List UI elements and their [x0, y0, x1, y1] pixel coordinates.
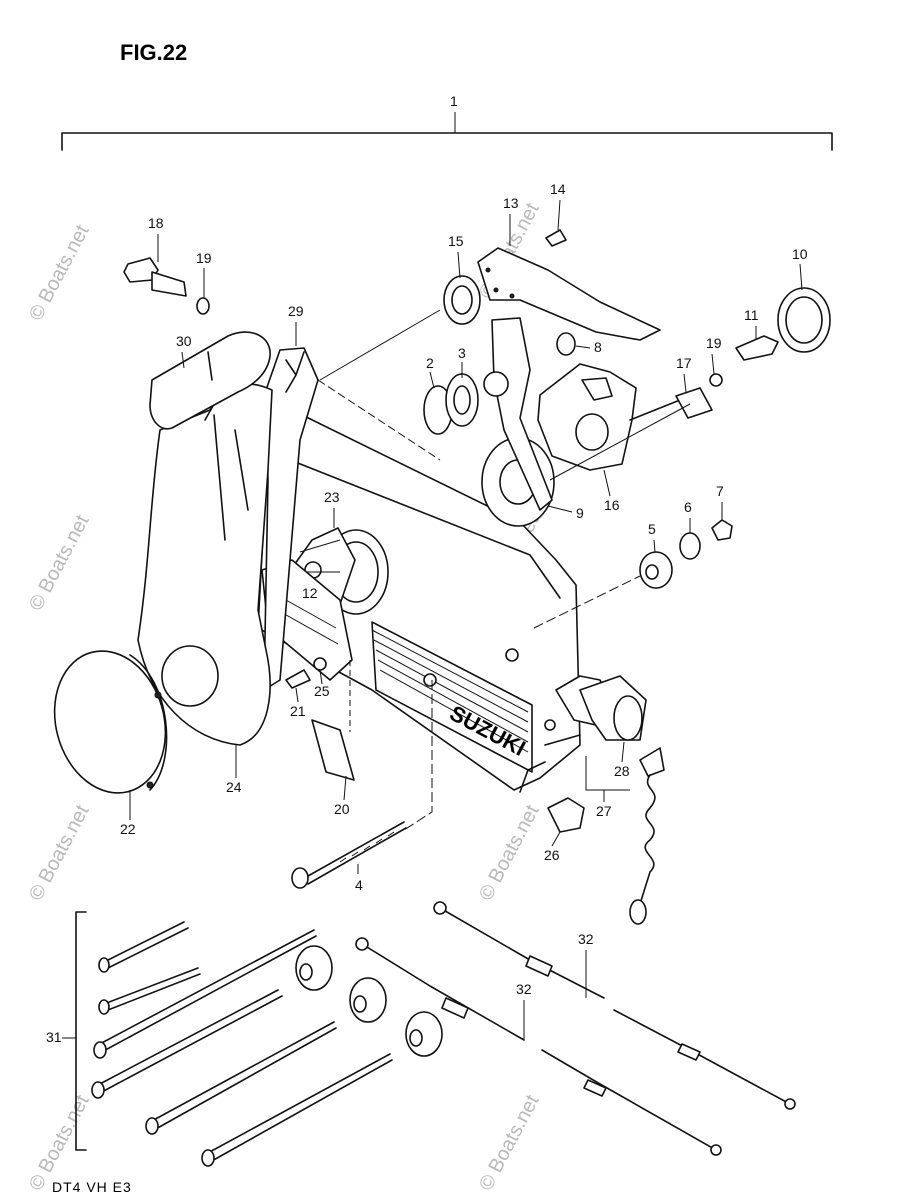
- callout-18: 18: [148, 215, 164, 231]
- kit-31: [75, 911, 443, 1167]
- bracket-17: [675, 387, 713, 419]
- callout-11: 11: [744, 307, 759, 323]
- nut-7: [711, 519, 733, 541]
- cables-32: [355, 901, 796, 1156]
- ribbed-panel: [371, 621, 533, 773]
- callout-32: 32: [516, 981, 532, 997]
- lock-switch: [555, 675, 665, 925]
- bolt-11: [735, 335, 779, 361]
- plate-20: [311, 719, 355, 781]
- callout-27: 27: [596, 803, 612, 819]
- callout-4: 4: [355, 877, 363, 893]
- cap-10: [777, 287, 831, 353]
- bolt-18: [123, 257, 187, 297]
- callout-10: 10: [792, 246, 808, 262]
- callout-13: 13: [503, 195, 519, 211]
- callout-15: 15: [448, 233, 464, 249]
- callout-5: 5: [648, 521, 656, 537]
- model-code: DT4 VH E3: [52, 1179, 132, 1195]
- watermark: © Boats.net: [25, 801, 94, 904]
- callout-8: 8: [594, 339, 602, 355]
- callout-28: 28: [614, 763, 630, 779]
- washer-6: [679, 532, 701, 560]
- callout-16: 16: [604, 497, 620, 513]
- clip-26: [547, 797, 585, 833]
- callout-24: 24: [226, 779, 242, 795]
- callout-6: 6: [684, 499, 692, 515]
- callout-29: 29: [288, 303, 304, 319]
- washer-19: [196, 297, 210, 315]
- bushing-2-3: [423, 373, 479, 435]
- callout-30: 30: [176, 333, 192, 349]
- callout-17: 17: [676, 355, 692, 371]
- washer-25: [313, 657, 327, 671]
- watermark: © Boats.net: [475, 1091, 544, 1194]
- callout-19: 19: [706, 335, 722, 351]
- callout-20: 20: [334, 801, 350, 817]
- screw-14: [545, 229, 567, 247]
- leader-lines: [317, 309, 691, 831]
- callout-14: 14: [550, 181, 566, 197]
- washer-19: [709, 373, 723, 387]
- bolt-4: [291, 821, 407, 889]
- callout-7: 7: [716, 483, 724, 499]
- seal-15: [443, 275, 481, 325]
- callout-32: 32: [578, 931, 594, 947]
- plate-13: [477, 247, 661, 341]
- callout-9: 9: [576, 505, 584, 521]
- control-box-housing: SUZUKI: [257, 379, 581, 793]
- shift-mechanism: [483, 317, 691, 511]
- callout-31: 31: [46, 1029, 62, 1045]
- watermark: © Boats.net: [25, 221, 94, 324]
- callout-22: 22: [120, 821, 136, 837]
- cover-disc: [53, 650, 168, 794]
- assembly-bracket: [61, 112, 833, 151]
- nut-8: [556, 332, 576, 356]
- callout-19: 19: [196, 250, 212, 266]
- callout-25: 25: [314, 683, 330, 699]
- bushing-5: [639, 551, 673, 589]
- callouts: 1 2 3 4 5 6 7 8 9 10 11 12 13 14 15 16 1…: [46, 93, 808, 1045]
- lever-assembly: [137, 331, 319, 746]
- callout-12: 12: [302, 585, 318, 601]
- callout-2: 2: [426, 355, 434, 371]
- callout-3: 3: [458, 345, 466, 361]
- screw-21: [285, 669, 311, 689]
- watermark: © Boats.net: [475, 801, 544, 904]
- callout-1: 1: [450, 93, 458, 109]
- callout-21: 21: [290, 703, 306, 719]
- callout-26: 26: [544, 847, 560, 863]
- figure-title: FIG.22: [120, 40, 187, 65]
- callout-23: 23: [324, 489, 340, 505]
- watermark: © Boats.net: [25, 511, 94, 614]
